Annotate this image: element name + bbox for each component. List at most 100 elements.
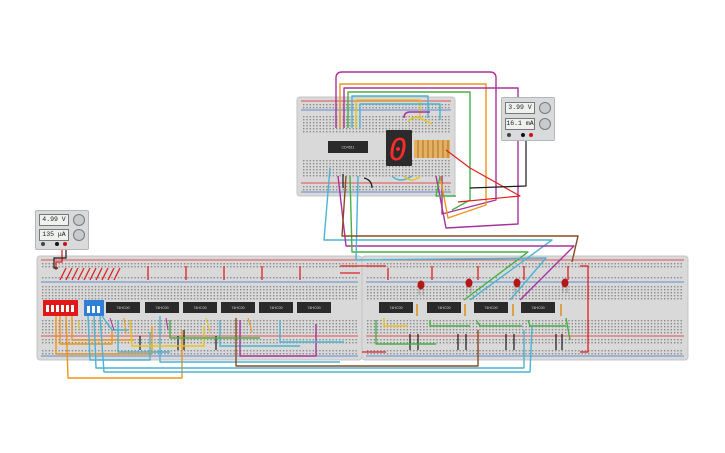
breadboard-hole <box>339 172 341 174</box>
logic-chip[interactable]: 74HC00 <box>145 302 179 313</box>
breadboard-hole <box>292 298 295 300</box>
ground-terminal-icon[interactable] <box>41 242 45 246</box>
led[interactable] <box>465 278 473 294</box>
breadboard-hole <box>352 350 354 352</box>
breadboard-hole <box>621 332 623 334</box>
dip-switch-blue[interactable] <box>84 300 104 316</box>
breadboard-hole <box>611 295 613 297</box>
breadboard-hole <box>439 323 441 325</box>
breadboard-hole <box>508 350 511 352</box>
breadboard-hole <box>416 266 418 268</box>
positive-terminal-icon[interactable] <box>529 133 533 137</box>
breadboard-hole <box>269 298 272 300</box>
breadboard-hole <box>459 326 461 328</box>
breadboard-hole <box>127 266 130 268</box>
logic-chip[interactable]: 74HC00 <box>427 302 461 313</box>
breadboard-hole <box>416 350 418 352</box>
breadboard-hole <box>647 332 649 334</box>
breadboard-hole <box>558 329 560 331</box>
breadboard-hole <box>48 292 50 294</box>
breadboard-hole <box>124 295 126 297</box>
breadboard-hole <box>541 323 544 325</box>
logic-chip[interactable]: 74HC00 <box>297 302 331 313</box>
logic-chip[interactable]: 74HC00 <box>379 302 413 313</box>
breadboard-hole <box>263 263 265 265</box>
positive-terminal-icon[interactable] <box>63 242 67 246</box>
breadboard-hole <box>144 326 146 328</box>
breadboard-hole <box>634 350 636 352</box>
breadboard-hole <box>210 342 212 344</box>
breadboard-hole <box>611 289 613 291</box>
negative-terminal-icon[interactable] <box>521 133 525 137</box>
voltage-knob-icon[interactable] <box>539 102 551 114</box>
breadboard-hole <box>246 263 248 265</box>
breadboard-hole <box>392 189 394 191</box>
breadboard-hole <box>309 329 311 331</box>
breadboard-hole <box>466 326 468 328</box>
breadboard-hole <box>386 292 389 294</box>
breadboard-hole <box>400 295 402 297</box>
breadboard-hole <box>545 266 547 268</box>
svg-text:74HC00: 74HC00 <box>193 306 206 310</box>
breadboard-hole <box>230 320 232 322</box>
breadboard-hole <box>322 172 325 174</box>
breadboard-hole <box>385 189 387 191</box>
breadboard-hole <box>386 266 389 268</box>
breadboard-hole <box>677 342 679 344</box>
breadboard-hole <box>617 350 620 352</box>
breadboard-hole <box>591 342 593 344</box>
seven-segment-display[interactable]: 0 <box>386 130 412 168</box>
breadboard-hole <box>319 353 321 355</box>
breadboard-hole <box>428 107 430 109</box>
breadboard-hole <box>429 289 432 291</box>
ground-terminal-icon[interactable] <box>507 133 511 137</box>
breadboard-hole <box>650 289 653 291</box>
breadboard-hole <box>246 329 248 331</box>
led[interactable] <box>417 280 425 296</box>
logic-chip[interactable]: 74HC00 <box>183 302 217 313</box>
logic-chip[interactable]: 74HC00 <box>474 302 508 313</box>
breadboard-hole <box>413 263 415 265</box>
breadboard-hole <box>489 295 491 297</box>
breadboard-hole <box>548 353 550 355</box>
breadboard-hole <box>548 266 550 268</box>
breadboard-hole <box>266 323 268 325</box>
breadboard-hole <box>352 326 354 328</box>
breadboard-hole <box>309 332 311 334</box>
breadboard-hole <box>336 131 338 133</box>
logic-chip[interactable]: 74HC00 <box>259 302 293 313</box>
voltage-knob-icon[interactable] <box>73 214 85 226</box>
breadboard-hole <box>421 163 424 165</box>
logic-chip[interactable]: 74HC00 <box>221 302 255 313</box>
breadboard-hole <box>456 286 458 288</box>
breadboard-hole <box>588 339 590 341</box>
breadboard-hole <box>91 295 93 297</box>
power-supply-right[interactable]: 3.99 V 16.1 mA <box>501 97 555 141</box>
breadboard-hole <box>555 289 557 291</box>
breadboard-hole <box>309 342 311 344</box>
power-supply-left[interactable]: 4.99 V 135 μA <box>35 210 89 250</box>
decoder-chip[interactable]: CD4511 <box>328 141 368 153</box>
breadboard-hole <box>299 298 301 300</box>
breadboard-hole <box>475 292 478 294</box>
current-knob-icon[interactable] <box>73 229 85 241</box>
breadboard-hole <box>45 323 47 325</box>
breadboard-hole <box>433 295 435 297</box>
breadboard-hole <box>565 277 567 279</box>
breadboard-hole <box>299 323 301 325</box>
logic-chip[interactable]: 74HC00 <box>521 302 555 313</box>
dip-switch-red[interactable] <box>43 300 78 316</box>
breadboard-hole <box>141 263 143 265</box>
breadboard-hole <box>207 329 209 331</box>
breadboard-hole <box>640 350 643 352</box>
breadboard-hole <box>101 323 103 325</box>
negative-terminal-icon[interactable] <box>55 242 59 246</box>
led[interactable] <box>561 278 569 294</box>
logic-chip[interactable]: 74HC00 <box>106 302 140 313</box>
breadboard-hole <box>522 292 524 294</box>
breadboard-hole <box>306 128 308 130</box>
current-knob-icon[interactable] <box>539 118 551 130</box>
breadboard-hole <box>601 332 603 334</box>
breadboard-hole <box>312 266 314 268</box>
